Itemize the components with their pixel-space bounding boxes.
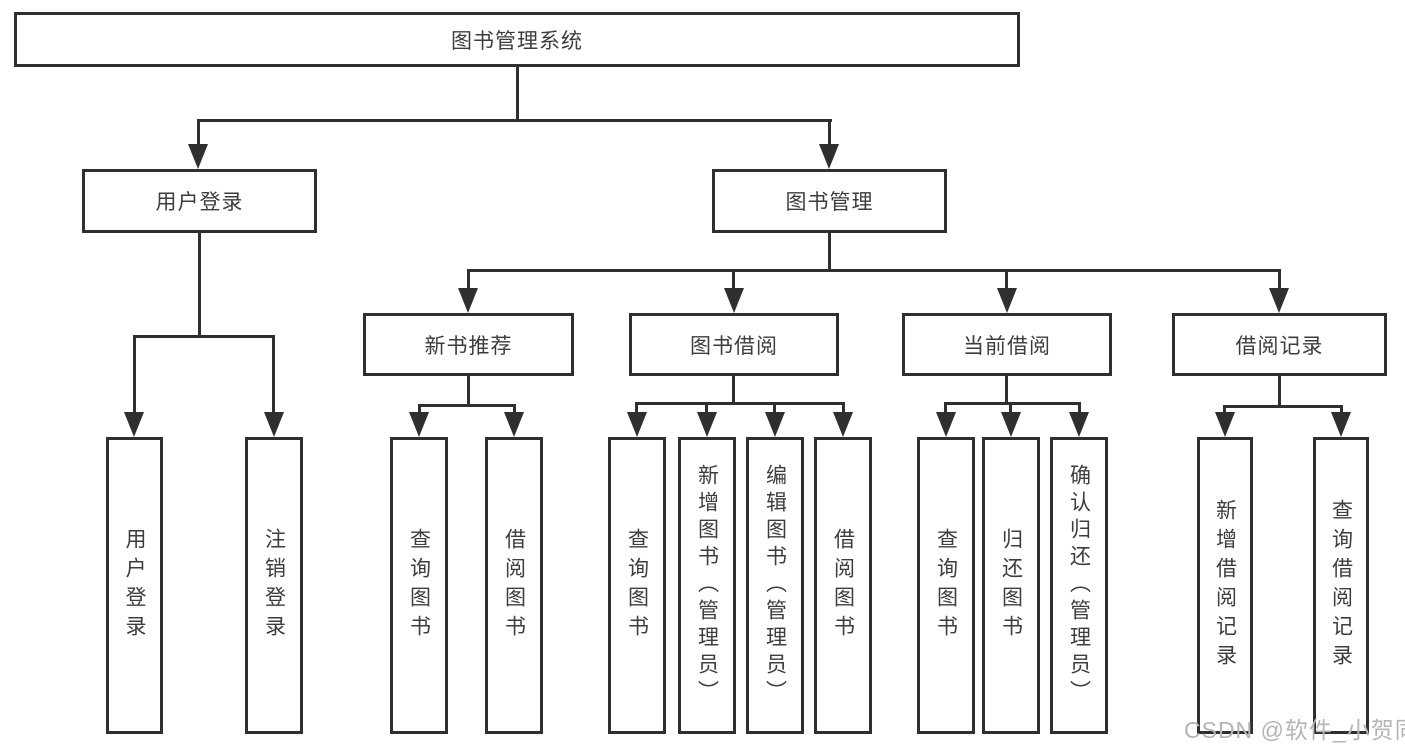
connector-line	[1278, 375, 1281, 408]
connector-line	[467, 269, 1281, 272]
connector-line	[272, 335, 275, 417]
connector-line	[1005, 269, 1008, 293]
leaf-confirm-return-admin-label: 确认归还（管理员）	[1067, 464, 1091, 707]
connector-line	[732, 375, 735, 405]
leaf-recommend-borrow-book-label: 借阅图书	[502, 527, 526, 644]
arrowhead-down	[1269, 288, 1289, 313]
leaf-query-borrow-record: 查询借阅记录	[1313, 437, 1369, 734]
leaf-user-login-label: 用户登录	[123, 527, 146, 644]
arrowhead-down	[1215, 412, 1235, 437]
connector-line	[467, 375, 470, 407]
node-book-borrow: 图书借阅	[629, 313, 839, 376]
arrowhead-down	[819, 144, 839, 169]
leaf-edit-book-admin: 编辑图书（管理员）	[746, 437, 804, 734]
leaf-recommend-borrow-book: 借阅图书	[485, 437, 543, 734]
connector-line	[842, 402, 845, 416]
arrowhead-down	[833, 412, 853, 437]
leaf-confirm-return-admin: 确认归还（管理员）	[1050, 437, 1108, 734]
leaf-add-book-admin: 新增图书（管理员）	[678, 437, 736, 734]
node-user-login: 用户登录	[82, 169, 317, 233]
arrowhead-down	[124, 412, 144, 437]
node-book-borrow-label: 图书借阅	[690, 334, 778, 358]
leaf-borrow-query-book-label: 查询图书	[625, 527, 649, 644]
node-new-book-recommend-label: 新书推荐	[424, 334, 513, 358]
connector-line	[1009, 402, 1012, 416]
connector-line	[513, 404, 516, 416]
leaf-add-borrow-record: 新增借阅记录	[1197, 437, 1253, 734]
node-borrow-record-label: 借阅记录	[1235, 334, 1324, 358]
connector-line	[828, 119, 831, 151]
node-user-login-label: 用户登录	[155, 191, 244, 214]
arrowhead-down	[264, 412, 284, 437]
arrowhead-down	[724, 288, 744, 313]
leaf-add-book-admin-label: 新增图书（管理员）	[695, 464, 719, 707]
connector-line	[467, 269, 470, 293]
leaf-query-borrow-record-label: 查询借阅记录	[1329, 498, 1353, 673]
connector-line	[944, 402, 947, 416]
arrowhead-down	[409, 412, 429, 437]
connector-line	[773, 402, 776, 416]
arrowhead-down	[504, 412, 524, 437]
connector-line	[635, 402, 638, 416]
arrowhead-down	[765, 412, 785, 437]
connector-line	[1005, 375, 1008, 405]
leaf-borrow-book-label: 借阅图书	[831, 527, 855, 644]
leaf-borrow-book: 借阅图书	[814, 437, 872, 734]
connector-line	[1223, 405, 1343, 408]
connector-line	[197, 119, 832, 122]
node-current-borrow-label: 当前借阅	[963, 334, 1051, 358]
leaf-borrow-query-book: 查询图书	[608, 437, 666, 734]
arrowhead-down	[1069, 412, 1089, 437]
connector-line	[133, 335, 136, 417]
connector-line	[1078, 402, 1081, 416]
leaf-edit-book-admin-label: 编辑图书（管理员）	[763, 464, 787, 707]
leaf-logout-label: 注销登录	[262, 527, 286, 644]
connector-line	[1340, 405, 1343, 416]
leaf-user-login: 用户登录	[106, 437, 163, 734]
connector-line	[418, 404, 516, 407]
arrowhead-down	[458, 288, 478, 313]
connector-line	[133, 335, 275, 338]
leaf-add-borrow-record-label: 新增借阅记录	[1213, 498, 1237, 673]
leaf-logout: 注销登录	[245, 437, 303, 734]
connector-line	[1278, 269, 1281, 293]
connector-line	[944, 402, 1081, 405]
connector-line	[516, 66, 519, 122]
leaf-current-query-book-label: 查询图书	[934, 527, 958, 644]
arrowhead-down	[997, 288, 1017, 313]
connector-line	[418, 404, 421, 416]
node-current-borrow: 当前借阅	[902, 313, 1112, 376]
connector-line	[1223, 405, 1226, 416]
connector-line	[197, 119, 200, 151]
node-book-management: 图书管理	[712, 169, 947, 233]
leaf-recommend-query-book: 查询图书	[390, 437, 448, 734]
node-root: 图书管理系统	[14, 12, 1020, 67]
arrowhead-down	[188, 144, 208, 169]
connector-line	[635, 402, 845, 405]
leaf-return-book-label: 归还图书	[999, 527, 1023, 644]
arrowhead-down	[936, 412, 956, 437]
leaf-recommend-query-book-label: 查询图书	[407, 527, 431, 644]
connector-line	[732, 269, 735, 293]
arrowhead-down	[697, 412, 717, 437]
connector-line	[198, 232, 201, 338]
node-root-label: 图书管理系统	[451, 29, 583, 53]
arrowhead-down	[627, 412, 647, 437]
node-borrow-record: 借阅记录	[1172, 313, 1387, 376]
connector-line	[828, 232, 831, 272]
node-new-book-recommend: 新书推荐	[363, 313, 574, 376]
watermark: CSDN @软件_小贺同学	[1184, 717, 1405, 743]
arrowhead-down	[1331, 412, 1351, 437]
connector-line	[705, 402, 708, 416]
arrowhead-down	[1001, 412, 1021, 437]
node-book-management-label: 图书管理	[785, 191, 874, 214]
leaf-current-query-book: 查询图书	[917, 437, 975, 734]
leaf-return-book: 归还图书	[982, 437, 1040, 734]
